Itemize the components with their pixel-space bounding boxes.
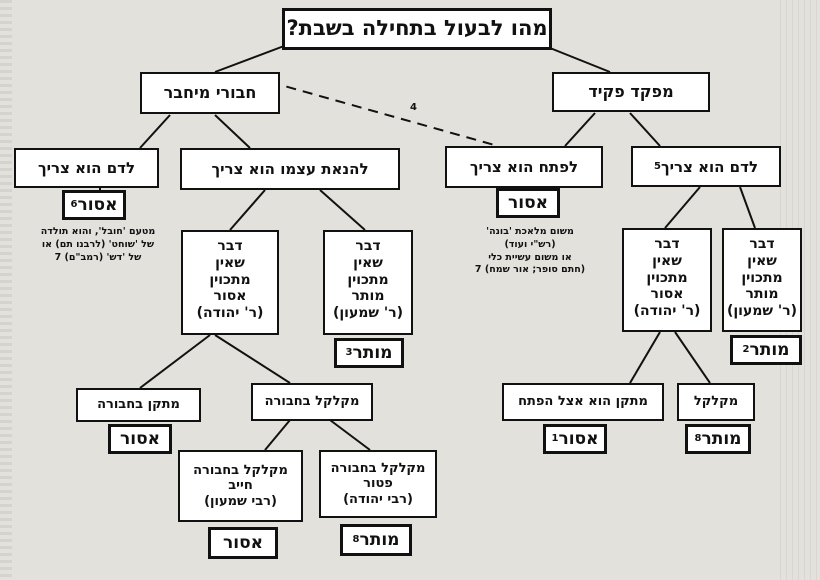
node-line: מותר <box>351 288 385 305</box>
diagram-title: מהו לבעול בתחילה בשבת? <box>282 8 552 50</box>
verdict-text: אסור <box>223 532 264 553</box>
verdict-text: אסור <box>120 428 161 449</box>
verdict-asur-petach: אסור <box>496 188 560 218</box>
node-line: (רבי יהודה) <box>343 491 413 507</box>
node-dvar-mutar-mid: דבר שאין מתכוין מותר (ר' שמעון) <box>323 230 413 335</box>
verdict-text: מותר <box>359 529 400 550</box>
verdict-text: אסור <box>558 428 599 449</box>
node-line: אסור <box>650 286 684 303</box>
footnote-marker: 1 <box>551 433 559 444</box>
edge-hanaah-asur <box>229 189 266 231</box>
edge-hanaah-mutar <box>319 189 366 231</box>
node-line: מקלקל בחבורה <box>330 460 426 476</box>
node-line: דבר <box>749 236 775 252</box>
verdict-asur-chayav: אסור <box>208 527 278 559</box>
node-chiburei-michbar: חבורי מיחבר <box>140 72 280 114</box>
verdict-text: אסור <box>77 194 118 215</box>
node-metaken-petach: מתקן הוא אצל הפתח <box>502 383 664 421</box>
node-line: (ר' יהודה) <box>196 305 264 322</box>
node-line: דבר <box>654 236 680 252</box>
background-page-edge-left <box>0 0 12 580</box>
note-line: או משום עשיית כלי <box>488 251 572 263</box>
node-dvar-asur-right: דבר שאין מתכוין אסור (ר' יהודה) <box>622 228 712 332</box>
node-lehanaat-atzmo: להנאת עצמו הוא צריך <box>180 148 400 190</box>
node-line: (רבי שמעון) <box>204 493 277 509</box>
verdict-asur-metaken: אסור <box>108 424 172 454</box>
edge-dvar-right-metaken <box>629 331 661 384</box>
node-line: שאין <box>652 252 682 269</box>
node-metaken-bechabura: מתקן בחבורה <box>76 388 201 422</box>
footnote-marker: 5 <box>653 160 661 172</box>
edge-dvar-asur-mekalkel <box>214 334 291 384</box>
edge-dvar-asur-metaken <box>139 334 211 389</box>
dashed-link-label: 4 <box>410 102 417 113</box>
note-chovel: מטעם 'חובל', והוא תולדה של 'שוחט' (לרבנו… <box>8 226 188 264</box>
node-line: שאין <box>215 254 245 271</box>
dashed-link-chiburei-petach <box>269 81 499 147</box>
node-line: (ר' שמעון) <box>332 305 404 322</box>
footnote-marker: 8 <box>352 534 360 545</box>
node-mekalkel-bechabura: מקלקל בחבורה <box>251 383 373 421</box>
note-line: (חתם סופר; אור שמח) 7 <box>474 264 586 276</box>
node-mekalkel-patur: מקלקל בחבורה פטור (רבי יהודה) <box>319 450 437 518</box>
node-line: פטור <box>363 476 393 492</box>
note-line: מטעם 'חובל', והוא תולדה <box>40 226 156 237</box>
node-line: שאין <box>747 252 777 269</box>
edge-dvar-right-mekalkel <box>674 331 711 384</box>
note-line: משום מלאכת 'בונה' <box>486 226 574 237</box>
node-line: מתכוין <box>347 271 389 288</box>
node-line: (ר' שמעון) <box>726 303 798 320</box>
node-line: חייב <box>228 478 253 494</box>
node-ledam-left: לדם הוא צריך <box>14 148 159 188</box>
edge-ledam-right-asur <box>664 186 701 229</box>
node-line: מתכוין <box>741 269 783 286</box>
verdict-text: אסור <box>508 192 549 213</box>
note-line: של 'שוחט' (לרבנו תם) או <box>41 238 155 250</box>
edge-mekalkel-patur <box>329 419 371 451</box>
node-ledam-right-text: לדם הוא צריך <box>660 157 759 176</box>
verdict-text: מותר <box>701 428 742 449</box>
node-lapetach: לפתח הוא צריך <box>445 146 603 188</box>
edge-ledam-right-mutar <box>739 186 756 229</box>
node-line: דבר <box>355 238 381 254</box>
node-line: מקלקל בחבורה <box>193 462 288 478</box>
node-mekalkel-chayav: מקלקל בחבורה חייב (רבי שמעון) <box>178 450 303 522</box>
node-line: מותר <box>745 286 779 303</box>
node-dvar-mutar-right: דבר שאין מתכוין מותר (ר' שמעון) <box>722 228 802 332</box>
note-boneh: משום מלאכת 'בונה' (רש"י ועוד) או משום עש… <box>440 226 620 277</box>
footnote-marker: 6 <box>70 199 78 210</box>
verdict-text: מותר <box>352 342 393 363</box>
node-line: מתכוין <box>209 271 251 288</box>
edge-chiburei-ledam <box>139 114 171 149</box>
node-line: אסור <box>213 288 247 305</box>
node-mifkad-pakid: מפקד פקיד <box>552 72 710 112</box>
edge-mekalkel-chayav <box>264 419 291 451</box>
footnote-marker: 3 <box>345 347 353 358</box>
footnote-marker: 2 <box>742 344 750 355</box>
edge-mifkad-petach <box>564 112 596 147</box>
node-line: דבר <box>217 238 243 254</box>
edge-mifkad-ledam <box>629 112 661 147</box>
verdict-text: מותר <box>749 339 790 360</box>
note-line: (רש"י ועוד) <box>504 238 556 250</box>
node-line: שאין <box>353 254 383 271</box>
node-dvar-asur-mid: דבר שאין מתכוין אסור (ר' יהודה) <box>181 230 279 335</box>
edge-chiburei-hanaah <box>214 114 251 149</box>
node-mekalkel: מקלקל <box>677 383 755 421</box>
footnote-marker: 8 <box>694 433 702 444</box>
note-line: של 'דש' (רמב"ם) 7 <box>54 251 142 263</box>
node-line: מתכוין <box>646 269 688 286</box>
node-line: (ר' יהודה) <box>633 303 701 320</box>
